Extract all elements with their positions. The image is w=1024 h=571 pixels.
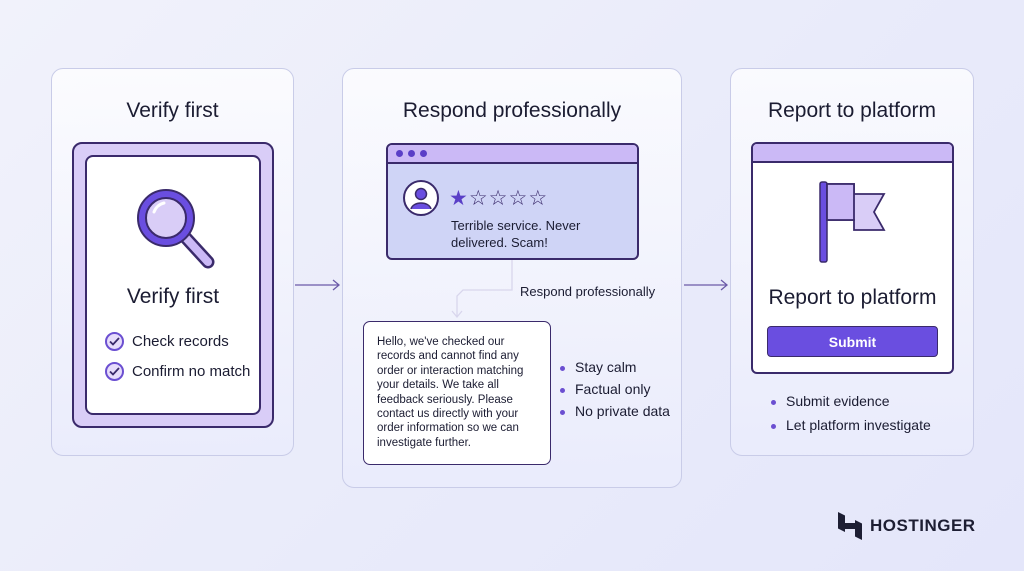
tip-item: No private data <box>560 403 670 419</box>
star-icon: ☆ <box>508 187 529 210</box>
hostinger-logo-icon <box>838 512 862 540</box>
arrow-icon <box>684 279 729 291</box>
step-heading: Verify first <box>126 285 220 308</box>
report-list: Submit evidence Let platform investigate <box>771 393 931 433</box>
flag-icon <box>819 181 886 263</box>
step-heading: Report to platform <box>768 286 937 309</box>
window-dot <box>408 150 415 157</box>
magnifier-icon <box>137 189 215 269</box>
tips-list: Stay calm Factual only No private data <box>560 359 670 419</box>
check-label: Check records <box>132 333 229 350</box>
submit-button[interactable]: Submit <box>767 326 938 357</box>
tablet-frame: Verify first Check records Confirm no ma… <box>72 142 274 428</box>
tablet-screen: Verify first Check records Confirm no ma… <box>85 155 261 415</box>
step-title: Report to platform <box>767 99 937 122</box>
arrow-icon <box>295 279 341 291</box>
window-bar <box>753 144 952 163</box>
report-window: Report to platform Submit <box>751 142 954 374</box>
window-dot <box>396 150 403 157</box>
star-icon: ☆ <box>468 187 489 210</box>
brand-name: HOSTINGER <box>870 516 976 535</box>
star-icon: ☆ <box>528 187 549 210</box>
tip-item: Factual only <box>560 381 670 397</box>
star-icon: ☆ <box>488 187 509 210</box>
user-avatar-icon <box>403 180 439 216</box>
step-card-verify: Verify first Verify first Check records <box>51 68 294 456</box>
check-item: Check records <box>105 332 229 351</box>
tip-item: Stay calm <box>560 359 670 375</box>
star-icon: ★ <box>449 187 469 210</box>
star-rating: ★☆☆☆☆ <box>449 186 548 211</box>
arrow-label: Respond professionally <box>520 284 656 299</box>
window-bar <box>388 145 637 164</box>
window-dot <box>420 150 427 157</box>
step-title: Respond professionally <box>402 99 622 122</box>
check-label: Confirm no match <box>132 363 251 380</box>
check-icon <box>105 332 124 351</box>
brand-logo: HOSTINGER <box>838 512 976 540</box>
review-window: ★☆☆☆☆ Terrible service. Never delivered.… <box>386 143 639 260</box>
check-item: Confirm no match <box>105 362 250 381</box>
step-title: Verify first <box>126 99 219 122</box>
reply-message: Hello, we've checked our records and can… <box>363 321 551 465</box>
step-card-respond: Respond professionally ★☆☆☆☆ Terrible se… <box>342 68 682 488</box>
step-card-report: Report to platform Report to platform Su… <box>730 68 974 456</box>
review-text: Terrible service. Never delivered. Scam! <box>451 218 581 250</box>
check-icon <box>105 362 124 381</box>
report-item: Submit evidence <box>771 393 931 409</box>
report-item: Let platform investigate <box>771 417 931 433</box>
